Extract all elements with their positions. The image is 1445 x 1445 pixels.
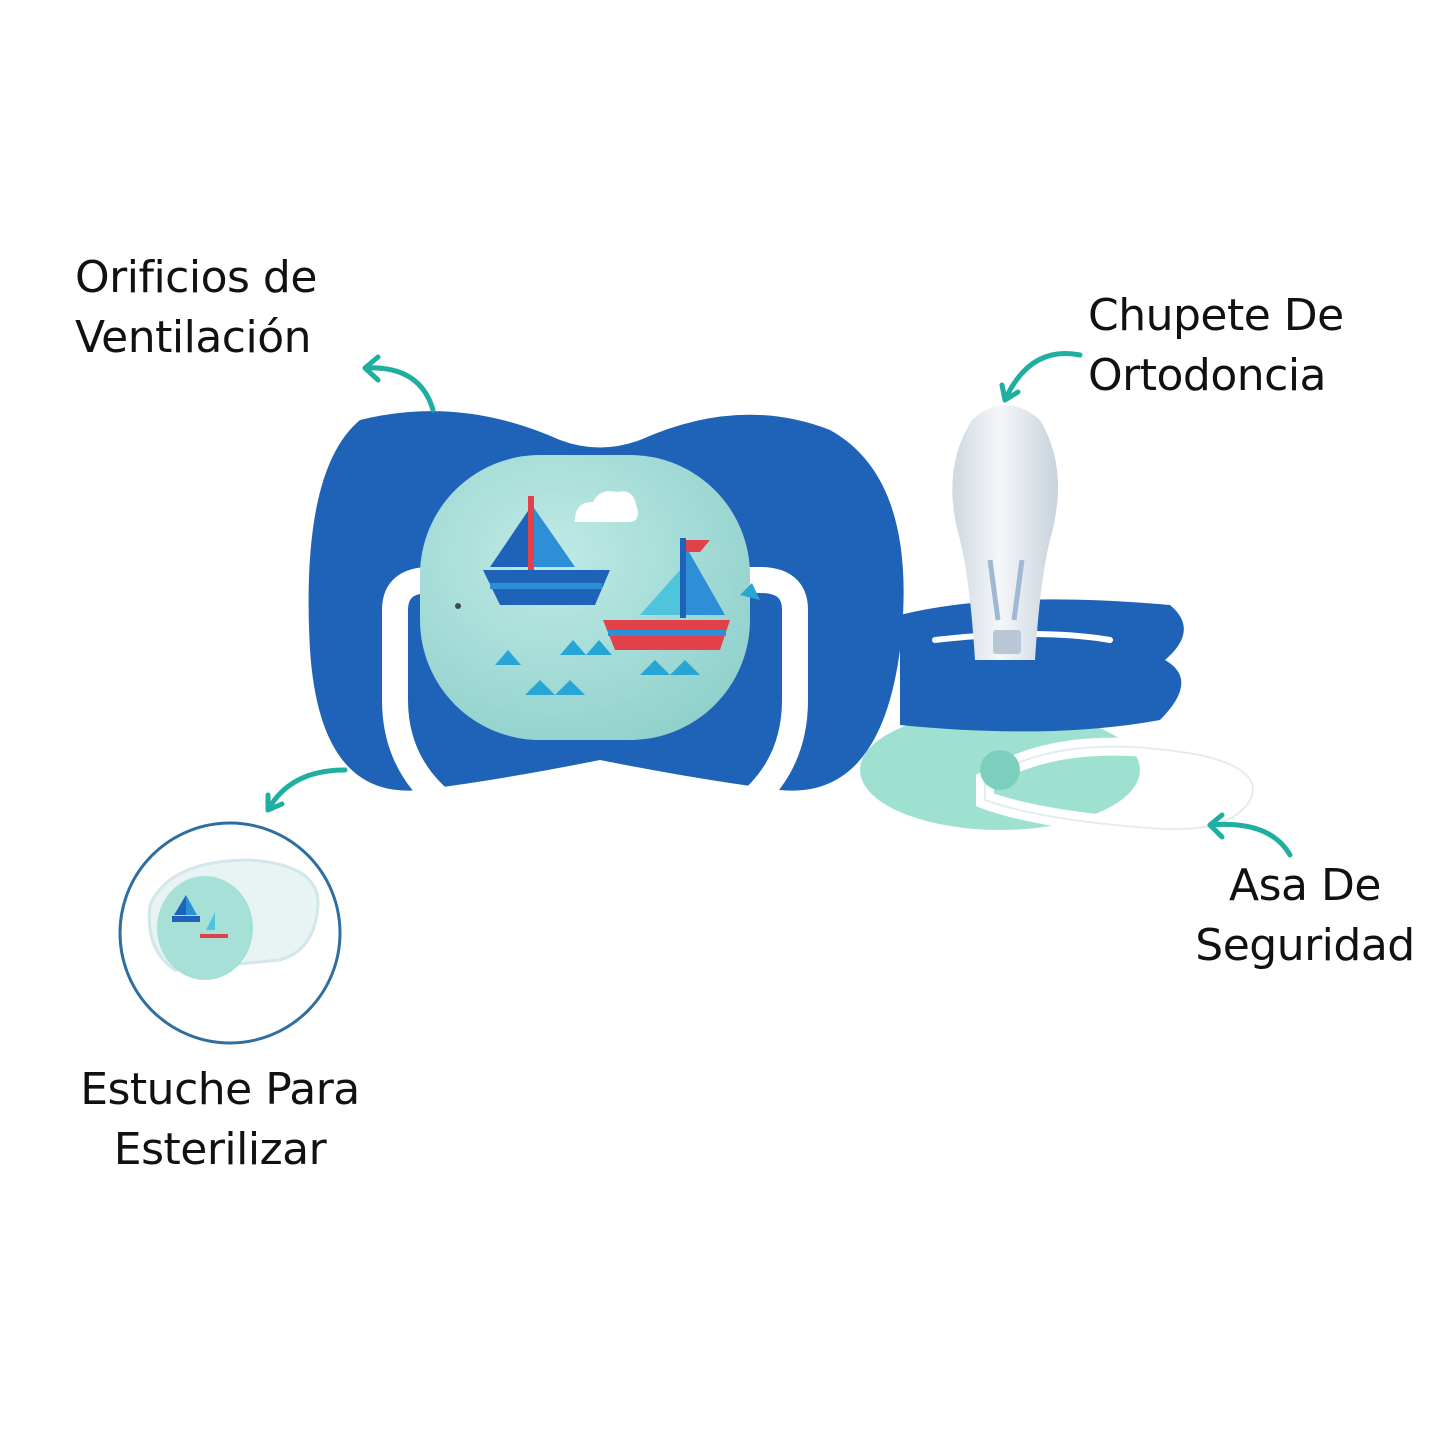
- wave-icons: [495, 583, 760, 695]
- callout-line: Asa De: [1229, 860, 1381, 911]
- sailboat-icon: [603, 538, 730, 650]
- nipple-icon: [952, 405, 1058, 660]
- callout-vent-holes: Orificios de Ventilación: [75, 248, 317, 368]
- cloud-icon: [574, 491, 638, 522]
- callout-orthodontic-nipple: Chupete De Ortodoncia: [1088, 286, 1344, 406]
- callout-line: Chupete De: [1088, 290, 1344, 341]
- side-pacifier: [860, 405, 1262, 839]
- arrow-nipple-icon: [1002, 351, 1083, 403]
- sterilizer-case-inset: [118, 821, 342, 1045]
- callout-safety-handle: Asa De Seguridad: [1185, 856, 1425, 976]
- front-pacifier: [308, 411, 904, 874]
- callout-line: Esterilizar: [113, 1124, 327, 1175]
- callout-line: Seguridad: [1195, 920, 1415, 971]
- sailboat-icon: [483, 496, 610, 605]
- callout-line: Ventilación: [75, 312, 312, 363]
- arrow-handle-icon: [1207, 821, 1293, 858]
- callout-sterilizer-case: Estuche Para Esterilizar: [60, 1060, 380, 1180]
- arrow-vent-holes-icon: [362, 365, 436, 413]
- side-shield: [900, 599, 1184, 732]
- callout-line: Ortodoncia: [1088, 350, 1327, 401]
- arrow-case-icon: [265, 767, 348, 813]
- callout-line: Orificios de: [75, 252, 317, 303]
- callout-arrows: [265, 351, 1293, 858]
- callout-line: Estuche Para: [80, 1064, 360, 1115]
